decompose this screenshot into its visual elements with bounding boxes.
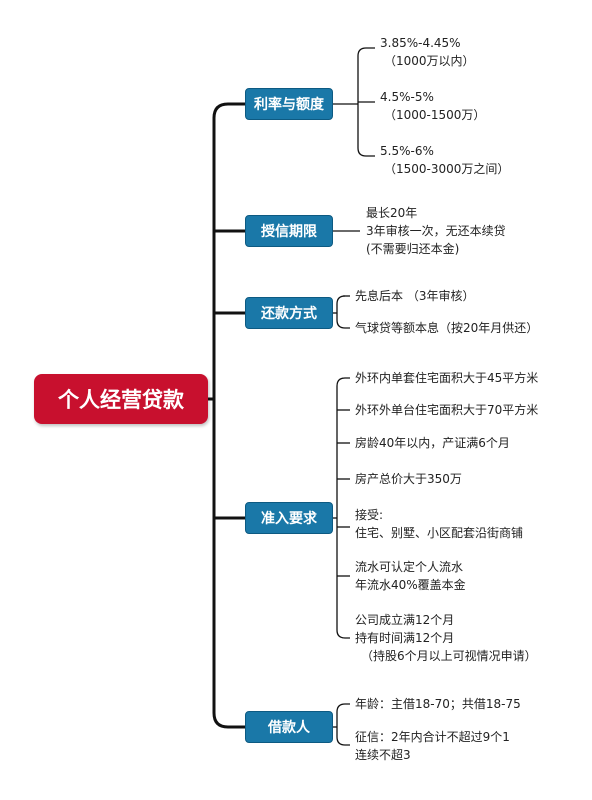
leaf-line: 房产总价大于350万 [355,472,462,486]
category-rate-and-amount: 利率与额度 [245,88,333,120]
leaf-eligibility-7: 公司成立满12个月 持有时间满12个月 （持股6个月以上可视情况申请） [355,611,537,665]
category-eligibility: 准入要求 [245,502,333,534]
leaf-eligibility-1: 外环内单套住宅面积大于45平方米 [355,369,538,387]
leaf-line: 公司成立满12个月 [355,613,455,627]
leaf-rate-3: 5.5%-6% （1500-3000万之间） [380,142,509,178]
leaf-line: 房龄40年以内，产证满6个月 [355,436,510,450]
leaf-line: 先息后本 （3年审核） [355,289,475,303]
leaf-line: （1000万以内） [384,54,475,68]
leaf-line: 3年审核一次，无还本续贷 [366,224,506,238]
leaf-line: 持有时间满12个月 [355,631,455,645]
leaf-eligibility-5: 接受: 住宅、别墅、小区配套沿街商铺 [355,506,523,542]
leaf-line: 最长20年 [366,206,418,220]
leaf-credit-term: 最长20年 3年审核一次，无还本续贷 (不需要归还本金) [366,204,506,258]
leaf-line: (不需要归还本金) [366,242,460,256]
leaf-line: 征信：2年内合计不超过9个1 [355,730,510,744]
category-borrower: 借款人 [245,711,333,743]
leaf-line: 接受: [355,508,384,522]
leaf-eligibility-3: 房龄40年以内，产证满6个月 [355,434,510,452]
leaf-line: （持股6个月以上可视情况申请） [361,649,537,663]
leaf-line: 住宅、别墅、小区配套沿街商铺 [355,526,524,540]
leaf-line: （1500-3000万之间） [384,162,510,176]
leaf-line: 连续不超3 [355,748,411,762]
leaf-line: 5.5%-6% [380,144,434,158]
leaf-line: 4.5%-5% [380,90,434,104]
leaf-eligibility-4: 房产总价大于350万 [355,470,462,488]
category-credit-term: 授信期限 [245,215,333,247]
leaf-line: 外环外单台住宅面积大于70平方米 [355,403,539,417]
leaf-borrower-1: 年龄：主借18-70；共借18-75 [355,695,521,713]
leaf-line: 流水可认定个人流水 [355,560,464,574]
leaf-repay-2: 气球贷等额本息（按20年月供还） [355,319,538,337]
leaf-line: 气球贷等额本息（按20年月供还） [355,321,539,335]
root-node: 个人经营贷款 [34,374,208,424]
leaf-rate-2: 4.5%-5% （1000-1500万） [380,88,485,124]
leaf-rate-1: 3.85%-4.45% （1000万以内） [380,34,475,70]
leaf-line: 3.85%-4.45% [380,36,461,50]
leaf-eligibility-6: 流水可认定个人流水 年流水40%覆盖本金 [355,558,466,594]
leaf-line: 外环内单套住宅面积大于45平方米 [355,371,539,385]
category-repayment-method: 还款方式 [245,297,333,329]
leaf-line: 年流水40%覆盖本金 [355,578,466,592]
leaf-eligibility-2: 外环外单台住宅面积大于70平方米 [355,401,538,419]
leaf-borrower-2: 征信：2年内合计不超过9个1 连续不超3 [355,728,510,764]
leaf-line: 年龄：主借18-70；共借18-75 [355,697,521,711]
leaf-repay-1: 先息后本 （3年审核） [355,287,474,305]
leaf-line: （1000-1500万） [384,108,486,122]
